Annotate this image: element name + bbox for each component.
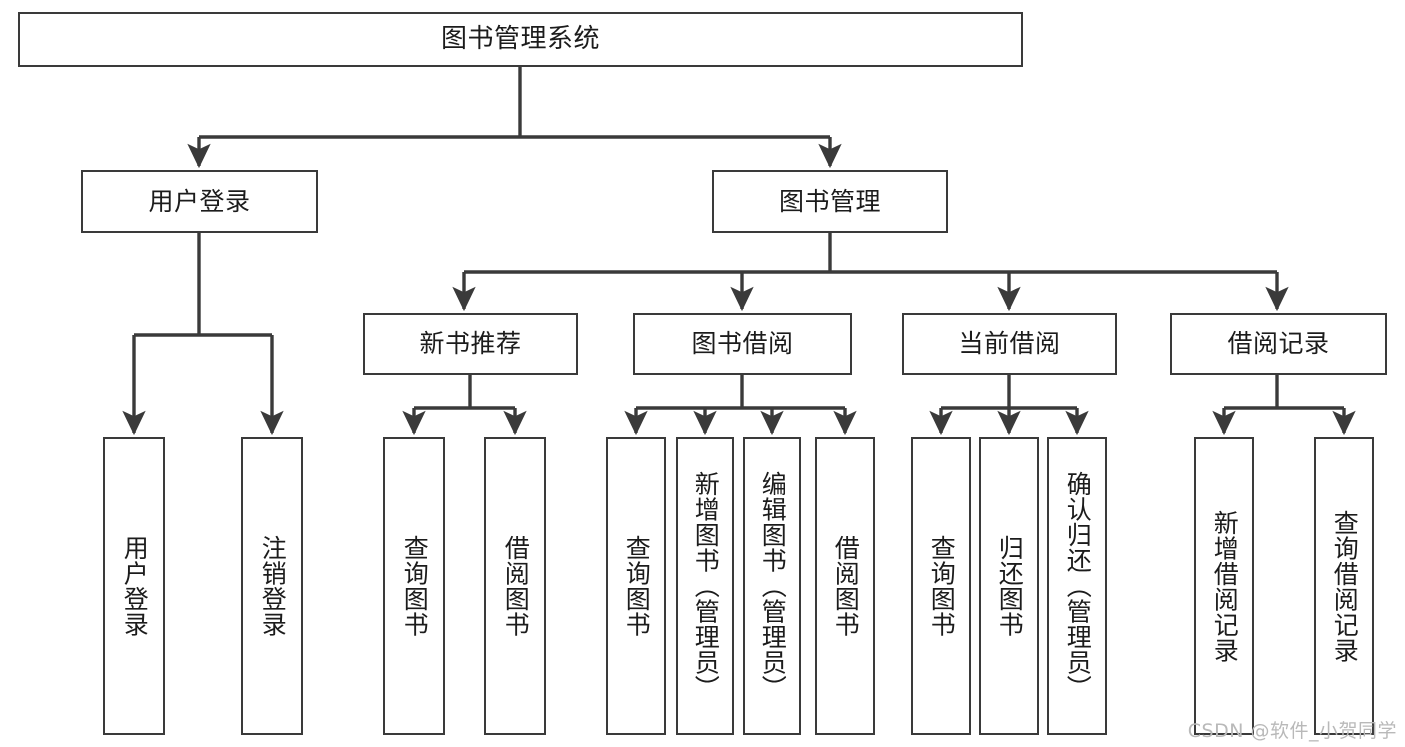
node-label: 确认归还（管理员） bbox=[1063, 471, 1093, 701]
node-label: 新增借阅记录 bbox=[1210, 509, 1240, 663]
node-leaf-logout[interactable]: 注销登录 bbox=[241, 437, 303, 735]
node-label: 借阅图书 bbox=[831, 535, 861, 637]
node-leaf-edit-book-admin[interactable]: 编辑图书（管理员） bbox=[743, 437, 801, 735]
node-leaf-query-book-recommend[interactable]: 查询图书 bbox=[383, 437, 445, 735]
node-borrow-record[interactable]: 借阅记录 bbox=[1170, 313, 1387, 375]
node-label: 编辑图书（管理员） bbox=[758, 471, 788, 701]
node-label: 注销登录 bbox=[258, 535, 288, 637]
node-label: 查询借阅记录 bbox=[1330, 509, 1360, 663]
node-book-management[interactable]: 图书管理 bbox=[712, 170, 948, 233]
node-label: 借阅图书 bbox=[501, 535, 531, 637]
node-book-borrow[interactable]: 图书借阅 bbox=[633, 313, 852, 375]
node-leaf-return-book[interactable]: 归还图书 bbox=[979, 437, 1039, 735]
node-new-book-recommend[interactable]: 新书推荐 bbox=[363, 313, 578, 375]
node-leaf-add-borrow-record[interactable]: 新增借阅记录 bbox=[1194, 437, 1254, 735]
node-label: 图书借阅 bbox=[691, 329, 794, 359]
node-label: 新增图书（管理员） bbox=[691, 471, 721, 701]
node-label: 图书管理 bbox=[778, 186, 881, 216]
watermark-text: CSDN @软件_小贺同学 bbox=[1187, 720, 1397, 742]
node-label: 用户登录 bbox=[120, 535, 150, 637]
node-leaf-query-book-borrow[interactable]: 查询图书 bbox=[606, 437, 666, 735]
node-user-login[interactable]: 用户登录 bbox=[81, 170, 318, 233]
node-leaf-confirm-return-admin[interactable]: 确认归还（管理员） bbox=[1047, 437, 1107, 735]
node-leaf-borrow-book-recommend[interactable]: 借阅图书 bbox=[484, 437, 546, 735]
node-root-system[interactable]: 图书管理系统 bbox=[18, 12, 1023, 67]
node-label: 查询图书 bbox=[927, 535, 957, 637]
node-leaf-query-book-current[interactable]: 查询图书 bbox=[911, 437, 971, 735]
node-current-borrow[interactable]: 当前借阅 bbox=[902, 313, 1117, 375]
node-label: 新书推荐 bbox=[419, 329, 522, 359]
node-leaf-user-login[interactable]: 用户登录 bbox=[103, 437, 165, 735]
node-label: 借阅记录 bbox=[1227, 329, 1330, 359]
node-label: 查询图书 bbox=[400, 535, 430, 637]
node-leaf-query-borrow-record[interactable]: 查询借阅记录 bbox=[1314, 437, 1374, 735]
node-label: 图书管理系统 bbox=[440, 24, 600, 55]
node-leaf-borrow-book[interactable]: 借阅图书 bbox=[815, 437, 875, 735]
node-label: 查询图书 bbox=[622, 535, 652, 637]
node-leaf-add-book-admin[interactable]: 新增图书（管理员） bbox=[676, 437, 734, 735]
node-label: 归还图书 bbox=[995, 535, 1025, 637]
node-label: 用户登录 bbox=[148, 186, 251, 216]
node-label: 当前借阅 bbox=[958, 329, 1061, 359]
